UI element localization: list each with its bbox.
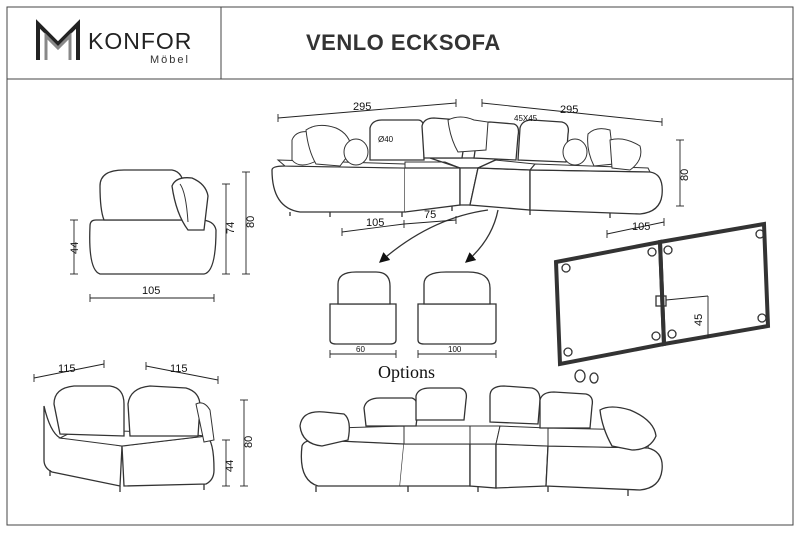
dim-side-back-height: 74	[225, 222, 237, 234]
dim-bracket-height: 45	[693, 314, 705, 326]
header-frame	[6, 6, 794, 526]
dim-corner-right: 115	[170, 363, 188, 375]
side-view-module	[89, 169, 217, 275]
dim-corner-left: 115	[58, 363, 76, 375]
brand-sub: Möbel	[150, 54, 190, 66]
page-title: VENLO ECKSOFA	[306, 30, 501, 55]
dim-side-seat-height: 44	[69, 242, 81, 254]
dim-cushion-size: 45X45	[514, 114, 538, 123]
options-label: Options	[378, 362, 436, 382]
dim-top-depth-left: 105	[366, 217, 384, 229]
dim-top-left-width: 295	[353, 101, 371, 113]
top-sectional-drawing	[271, 116, 663, 263]
brand-name: KONFOR	[88, 28, 193, 54]
connector-bracket-drawing: 45	[553, 221, 771, 384]
dim-top-seat: 75	[424, 209, 436, 221]
top-dimensions: 295 295 45X45 Ø40 80 105 75 105	[277, 99, 691, 238]
dim-corner-height: 80	[243, 436, 255, 448]
dim-option-large-width: 100	[448, 345, 462, 354]
side-view-dimensions: 44 74 80 105	[69, 171, 257, 302]
dim-option-small-width: 60	[356, 345, 365, 354]
perspective-sofa-drawing	[299, 385, 663, 496]
dim-side-total-height: 80	[245, 216, 257, 228]
dim-corner-seat-height: 44	[224, 460, 236, 472]
brand-logo	[36, 19, 80, 60]
dim-side-depth: 105	[142, 285, 160, 297]
dim-top-height: 80	[679, 169, 691, 181]
dim-top-depth-right: 105	[632, 221, 650, 233]
corner-module-dimensions: 115 115 80 44	[33, 360, 255, 487]
option-module-small: 60	[329, 271, 397, 358]
dim-bolster-diameter: Ø40	[378, 135, 394, 144]
corner-module-drawing	[43, 385, 215, 492]
option-module-large: 100	[417, 271, 497, 358]
dim-top-right-width: 295	[560, 104, 578, 116]
